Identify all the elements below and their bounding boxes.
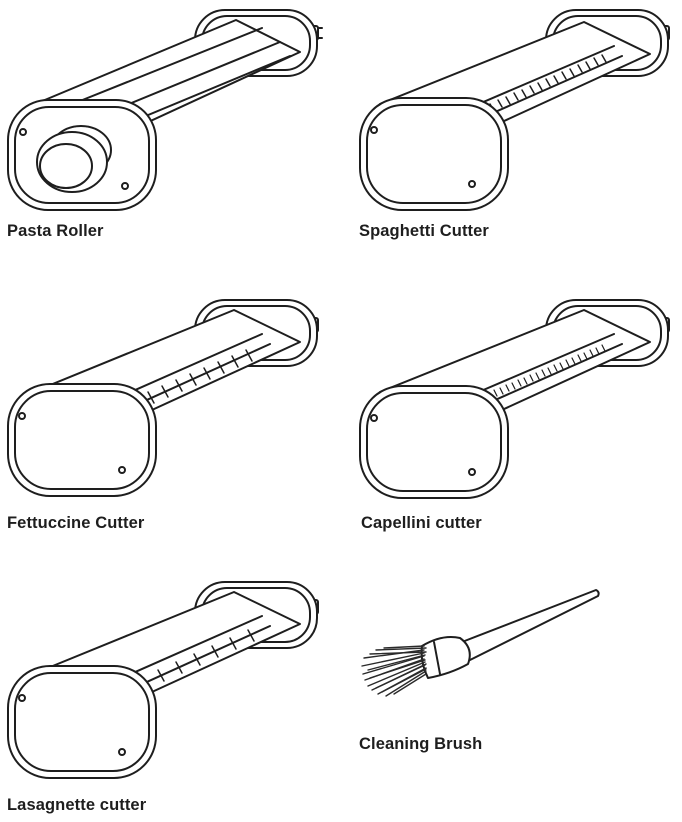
item-pasta-roller: Pasta Roller [0, 0, 340, 260]
item-label: Pasta Roller [7, 222, 104, 240]
lasagnette-cutter-icon [7, 581, 319, 779]
item-label: Fettuccine Cutter [7, 514, 145, 532]
fettuccine-cutter-icon [7, 299, 319, 497]
item-spaghetti-cutter: Spaghetti Cutter [350, 0, 682, 260]
item-lasagnette-cutter: Lasagnette cutter [0, 572, 340, 822]
item-label: Capellini cutter [361, 514, 482, 532]
cleaning-brush-icon [361, 589, 600, 697]
capellini-cutter-icon [359, 299, 670, 499]
item-label: Lasagnette cutter [7, 796, 147, 814]
spaghetti-cutter-icon [359, 9, 670, 211]
item-fettuccine-cutter: Fettuccine Cutter [0, 290, 340, 540]
item-cleaning-brush: Cleaning Brush [350, 580, 682, 770]
item-label: Spaghetti Cutter [359, 222, 489, 240]
item-label: Cleaning Brush [359, 735, 483, 753]
item-capellini-cutter: Capellini cutter [350, 290, 682, 540]
pasta-roller-icon [7, 9, 323, 211]
